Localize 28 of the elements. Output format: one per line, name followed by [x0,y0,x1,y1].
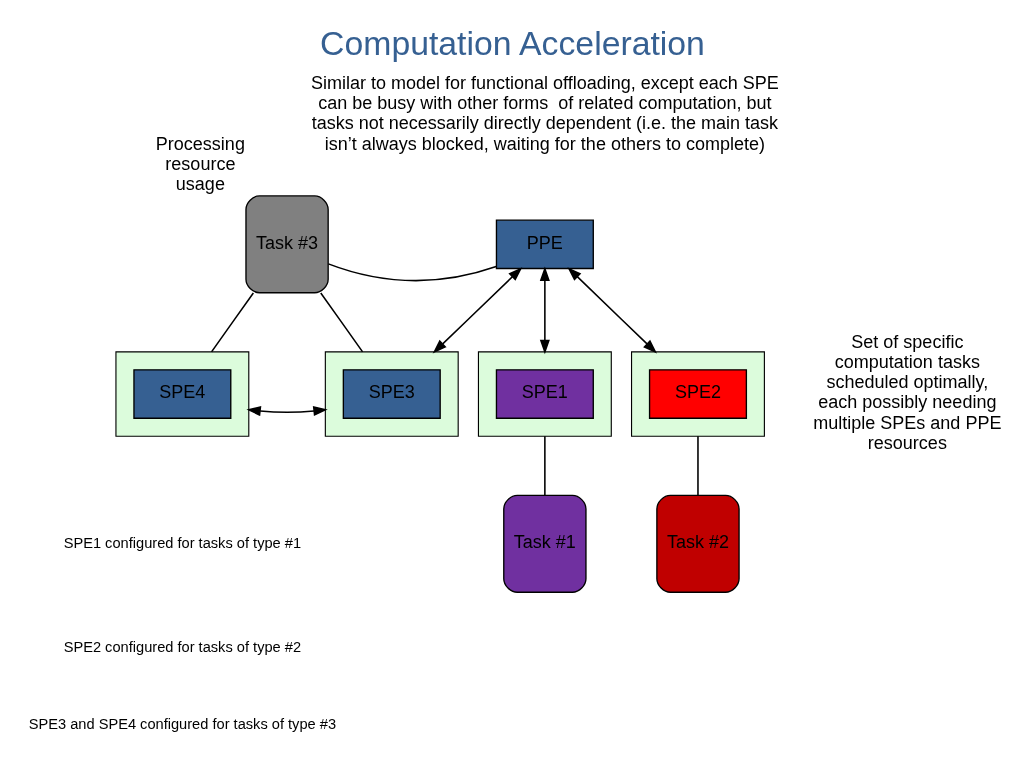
label: Similar to model for functional offloading, except each SPE can be busy with other forms of related computation, but tasks not necessarily directly dependent (i.e. the main task isn’t always blocked, waiting for the others to complete) [310,72,779,154]
node-box: Task #1 [502,494,587,593]
node-label: Processing resource usage [155,133,245,194]
node-box: Task #3 [244,194,329,293]
label: SPE3 and SPE4 configured for tasks of type #3 [28,715,336,732]
connector [696,435,699,496]
arrow [539,265,550,354]
cluster [630,350,765,437]
connector [319,291,363,353]
node-box: SPE2 [648,368,747,419]
node-box: SPE4 [132,368,231,419]
arrow [566,266,657,353]
diagram-title: Computation Acceleration [319,23,705,62]
arrow [432,266,522,353]
node-box: PPE [495,218,594,269]
label: SPE2 configured for tasks of type #2 [63,638,301,655]
connector [543,435,546,496]
node-box: Task #2 [655,494,740,593]
label: Set of specific computation tasks scheduled optimally, each possibly needing multiple SPEs and PPE resources [812,331,1001,453]
node-box: SPE1 [495,368,594,419]
cluster [324,350,459,437]
arrow [245,405,328,416]
connector [210,291,254,353]
node-box: SPE3 [342,368,441,419]
cluster [114,350,249,437]
label: SPE1 configured for tasks of type #1 [63,534,301,551]
connector [327,262,497,281]
cluster [477,350,612,437]
